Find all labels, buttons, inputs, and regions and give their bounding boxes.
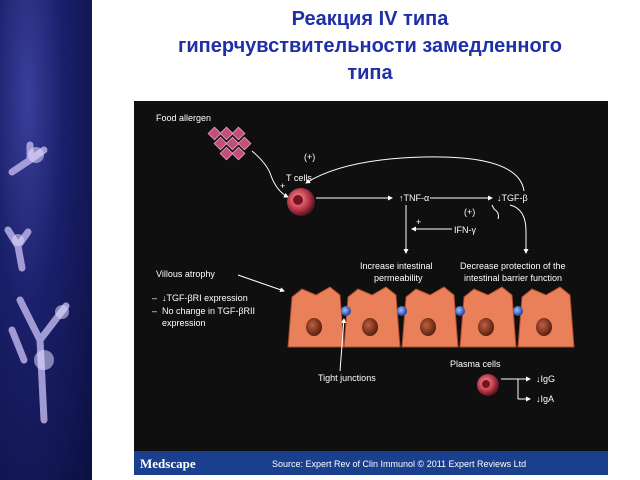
food-allergen-label: Food allergen xyxy=(156,113,211,123)
no-change-line2: expression xyxy=(162,318,206,328)
ifn-plus-small: + xyxy=(416,217,421,227)
tgf-to-ifn-curve xyxy=(491,204,499,220)
title-line: гиперчувствительности замедленного xyxy=(178,35,562,57)
iga-label: ↓IgA xyxy=(536,394,554,404)
igg-label: ↓IgG xyxy=(536,374,555,384)
tgf-beta-label: ↓TGF-β xyxy=(497,193,528,203)
tight-junction xyxy=(513,306,523,316)
cell-nucleus xyxy=(420,318,436,336)
figure-background xyxy=(134,101,608,475)
tnf-label: ↑TNF-α xyxy=(399,193,429,203)
tight-junctions-label: Tight junctions xyxy=(318,373,376,383)
tgf-ri-label: ↓TGF-βRI expression xyxy=(162,293,248,303)
dash-1: – xyxy=(152,293,157,303)
decrease-protection-line1: Decrease protection of the xyxy=(460,261,566,271)
medscape-logo: Medscape xyxy=(140,456,196,471)
footer-bar xyxy=(134,451,608,475)
tgf-to-barrier-arrow xyxy=(509,204,529,254)
epithelial-cell xyxy=(517,286,575,348)
epithelial-cell xyxy=(459,286,517,348)
t-cell-nucleus xyxy=(293,195,303,205)
epithelial-cell xyxy=(287,286,345,348)
tight-junction xyxy=(397,306,407,316)
allergen-particles xyxy=(207,126,252,161)
cell-nucleus xyxy=(362,318,378,336)
tgf-feedback-arrow xyxy=(305,156,525,192)
tight-junction xyxy=(455,306,465,316)
allergen-plus-sign: + xyxy=(280,181,285,191)
epithelial-cell xyxy=(343,286,401,348)
cell-nucleus xyxy=(478,318,494,336)
tight-junction xyxy=(341,306,351,316)
hypersensitivity-diagram: Food allergen + (+) T cells ↑TNF-α ↓TGF- xyxy=(134,101,608,475)
feedback-plus-label: (+) xyxy=(304,152,315,162)
diagram-canvas: Food allergen + (+) T cells ↑TNF-α ↓TGF- xyxy=(134,101,608,475)
epithelial-cells xyxy=(287,286,575,348)
cell-nucleus xyxy=(536,318,552,336)
antibody-illustration xyxy=(4,141,70,424)
plasma-cell-nucleus xyxy=(482,380,490,388)
cell-nucleus xyxy=(306,318,322,336)
slide-title: Реакция IV типа гиперчувствительности за… xyxy=(100,6,640,87)
decorative-antibody-strip xyxy=(0,0,92,480)
increase-permeability-line1: Increase intestinal xyxy=(360,261,433,271)
epithelial-cell xyxy=(401,286,459,348)
villous-atrophy-arrow xyxy=(237,274,285,293)
increase-permeability-line2: permeability xyxy=(374,273,423,283)
tight-junctions-arrow xyxy=(339,318,347,372)
allergen-to-tcell-arrow xyxy=(251,150,289,198)
villous-atrophy-label: Villous atrophy xyxy=(156,269,215,279)
decrease-protection-line2: intestinal barrier function xyxy=(464,273,562,283)
title-line: типа xyxy=(347,62,393,84)
title-line: Реакция IV типа xyxy=(291,8,449,30)
no-change-line1: No change in TGF-βRII xyxy=(162,306,255,316)
dash-2: – xyxy=(152,306,157,316)
t-cells-label: T cells xyxy=(286,173,312,183)
plasma-cells-label: Plasma cells xyxy=(450,359,501,369)
ifn-label: IFN-γ xyxy=(454,225,476,235)
source-citation: Source: Expert Rev of Clin Immunol © 201… xyxy=(272,459,526,469)
ifn-plus-label: (+) xyxy=(464,207,475,217)
